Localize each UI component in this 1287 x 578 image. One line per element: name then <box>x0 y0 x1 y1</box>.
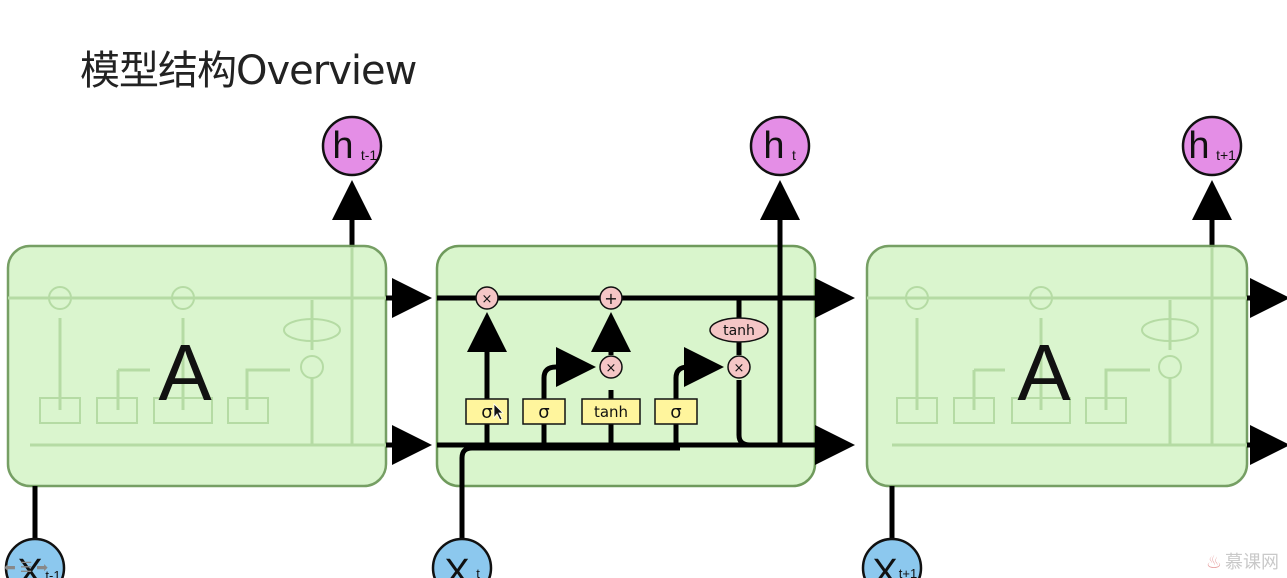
output-left-sub: t-1 <box>361 147 378 163</box>
output-middle-sub: t <box>792 147 796 163</box>
gate-label-3: σ <box>670 402 681 423</box>
cell-left-label: A <box>158 328 212 417</box>
cell-right-ghost-nodes <box>896 286 1199 424</box>
input-middle-sub: t <box>476 566 480 578</box>
op-add: + <box>599 286 623 310</box>
cell-left: A <box>6 180 432 578</box>
back-icon[interactable]: ⬅ <box>4 560 16 576</box>
cell-middle-box <box>435 244 817 488</box>
output-right-base: h <box>1188 125 1209 167</box>
op-input-multiply: × <box>599 355 623 379</box>
op-multiply-label: × <box>482 292 493 307</box>
op-forget-multiply: × <box>475 286 499 310</box>
forward-icon[interactable]: ➡ <box>36 560 49 576</box>
input-right-sub: t+1 <box>899 566 917 578</box>
input-right-base: X <box>872 552 897 578</box>
cell-left-ghost <box>8 248 386 447</box>
input-node-right: X t+1 <box>861 537 923 578</box>
input-middle-base: X <box>444 552 469 578</box>
gate-output: σ <box>654 398 698 425</box>
output-node-right: h t+1 <box>1181 115 1243 177</box>
cell-right-ghost <box>867 248 1247 447</box>
output-node-left: h t-1 <box>321 115 383 177</box>
gate-label-0: σ <box>481 402 492 423</box>
menu-icon[interactable]: ☰ <box>19 560 33 576</box>
cell-right-label: A <box>1017 328 1071 417</box>
cell-middle: × + × tanh × σ σ tanh <box>435 180 855 540</box>
slide-title: 模型结构Overview <box>80 48 417 94</box>
op-output-multiply: × <box>727 355 751 379</box>
output-middle-base: h <box>763 125 784 167</box>
flame-icon: ♨ <box>1205 552 1222 573</box>
cell-right: A <box>865 180 1287 540</box>
output-right-sub: t+1 <box>1216 147 1236 163</box>
gate-label-1: σ <box>538 402 549 423</box>
op-multiply-label: × <box>606 361 617 376</box>
gate-label-2: tanh <box>594 403 628 421</box>
input-left-sub: t-1 <box>45 568 60 578</box>
input-node-middle: X t <box>431 537 493 578</box>
cursor-icon <box>493 403 504 421</box>
op-tanh: tanh <box>709 317 769 343</box>
gate-candidate: tanh <box>581 398 641 425</box>
watermark-text: 慕课网 <box>1225 552 1279 573</box>
output-node-middle: h t <box>749 115 811 177</box>
output-left-base: h <box>332 125 353 167</box>
gate-input: σ <box>522 398 566 425</box>
cell-right-box <box>865 244 1249 488</box>
input-left-base: X <box>17 552 42 578</box>
watermark: ♨慕课网 <box>1206 548 1279 574</box>
cell-left-ghost-nodes <box>39 286 341 424</box>
op-add-label: + <box>604 289 617 308</box>
op-multiply-label: × <box>734 361 745 376</box>
input-node-left: X t-1 <box>4 537 66 578</box>
player-controls[interactable]: ⬅☰➡ <box>4 560 52 576</box>
cell-left-box <box>6 244 388 488</box>
op-tanh-label: tanh <box>723 323 755 339</box>
